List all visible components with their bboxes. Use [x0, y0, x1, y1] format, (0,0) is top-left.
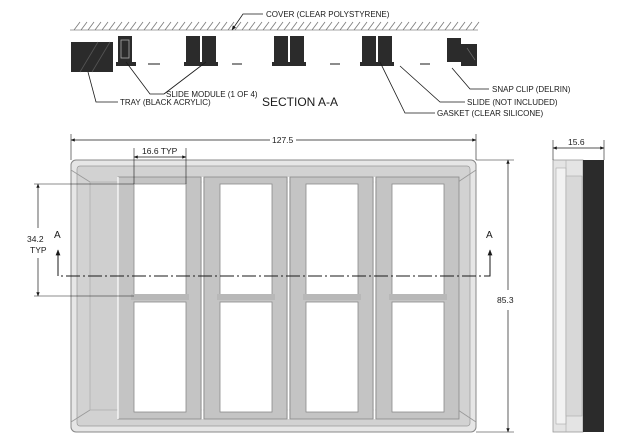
dim-overall-width: 127.5 [70, 134, 477, 160]
hatch-tick [374, 21, 382, 31]
hatch-tick [87, 21, 95, 31]
hatch-tick [381, 21, 389, 31]
snap-clip-callout: SNAP CLIP (DELRIN) [492, 85, 571, 94]
hatch-tick [143, 21, 151, 31]
hatch-tick [248, 21, 256, 31]
hatch-tick [115, 21, 123, 31]
hatch-tick [367, 21, 375, 31]
slide-module-3 [289, 176, 374, 420]
hatch-tick [164, 21, 172, 31]
hatch-tick [304, 21, 312, 31]
hatch-tick [122, 21, 130, 31]
dim-thickness: 15.6 [552, 137, 605, 160]
hatch-tick [437, 21, 445, 31]
hatch-tick [101, 21, 109, 31]
cover-callout: COVER (CLEAR POLYSTYRENE) [266, 10, 390, 19]
hatch-tick [409, 21, 417, 31]
hatch-tick [360, 21, 368, 31]
hatch-tick [262, 21, 270, 31]
hatch-tick [171, 21, 179, 31]
hatch-tick [220, 21, 228, 31]
hatch-tick [297, 21, 305, 31]
hatch-tick [311, 21, 319, 31]
section-line-a-a: A A [54, 230, 493, 277]
dim-overall-width-value: 127.5 [272, 135, 294, 145]
hatch-tick [241, 21, 249, 31]
hatch-tick [423, 21, 431, 31]
dim-module-width: 16.6 TYP [133, 146, 187, 184]
dim-overall-height-value: 85.3 [497, 295, 514, 305]
hatch-tick [332, 21, 340, 31]
hatch-tick [318, 21, 326, 31]
hatch-tick [227, 21, 235, 31]
hatch-tick [73, 21, 81, 31]
callout-leaders [87, 13, 489, 114]
hatch-tick [465, 21, 473, 31]
hatch-tick [199, 21, 207, 31]
module-seams [117, 177, 376, 419]
hatch-tick [157, 21, 165, 31]
hatch-tick [339, 21, 347, 31]
slide-module-callout: SLIDE MODULE (1 OF 4) [166, 90, 258, 99]
hatch-tick [353, 21, 361, 31]
tray-block [71, 41, 113, 73]
hatch-tick [402, 21, 410, 31]
slide-module-cluster-2 [184, 36, 218, 66]
hatch-tick [290, 21, 298, 31]
hatch-tick [395, 21, 403, 31]
hatch-tick [388, 21, 396, 31]
dim-window-height-note: TYP [30, 245, 47, 255]
gasket-callout: GASKET (CLEAR SILICONE) [437, 109, 543, 118]
section-marker-left: A [54, 230, 61, 241]
slide-module-cluster-5 [447, 38, 477, 66]
hatch-tick [108, 21, 116, 31]
hatch-tick [416, 21, 424, 31]
hatch-tick [346, 21, 354, 31]
slide-callout: SLIDE (NOT INCLUDED) [467, 98, 558, 107]
plan-view: A A 127.5 16.6 TYP 34.2 TYP [27, 134, 514, 433]
tray-callout: TRAY (BLACK ACRYLIC) [120, 98, 211, 107]
hatch-tick [283, 21, 291, 31]
hatch-tick [234, 21, 242, 31]
section-view: COVER (CLEAR POLYSTYRENE) SLIDE MODULE (… [70, 10, 571, 118]
section-title: SECTION A-A [262, 95, 338, 109]
section-marker-right: A [486, 230, 493, 241]
hatch-tick [94, 21, 102, 31]
hatch-tick [276, 21, 284, 31]
side-view: 15.6 [552, 137, 605, 433]
side-tray [583, 160, 604, 432]
hatch-tick [472, 21, 480, 31]
slide-module-cluster-3 [272, 36, 306, 66]
hatch-tick [458, 21, 466, 31]
hatch-tick [444, 21, 452, 31]
slide-module-cluster-1 [116, 36, 136, 66]
hatch-tick [206, 21, 214, 31]
hatch-tick [325, 21, 333, 31]
hatch-tick [213, 21, 221, 31]
hatch-tick [150, 21, 158, 31]
slide-module-4 [375, 176, 460, 420]
dim-overall-height: 85.3 [476, 159, 514, 433]
hatch-tick [269, 21, 277, 31]
slide-module-1 [117, 176, 202, 420]
hatch-tick [185, 21, 193, 31]
slide-module-2 [203, 176, 288, 420]
hatch-tick [430, 21, 438, 31]
dim-thickness-value: 15.6 [568, 137, 585, 147]
dim-window-height: 34.2 TYP [27, 183, 134, 297]
hatch-tick [178, 21, 186, 31]
dim-module-width-value: 16.6 TYP [142, 146, 178, 156]
hatch-tick [255, 21, 263, 31]
cover-hatch [70, 21, 480, 31]
dim-window-height-value: 34.2 [27, 234, 44, 244]
hatch-tick [451, 21, 459, 31]
slide-module-cluster-4 [360, 36, 394, 66]
hatch-tick [129, 21, 137, 31]
hatch-tick [136, 21, 144, 31]
hatch-tick [80, 21, 88, 31]
hatch-tick [192, 21, 200, 31]
